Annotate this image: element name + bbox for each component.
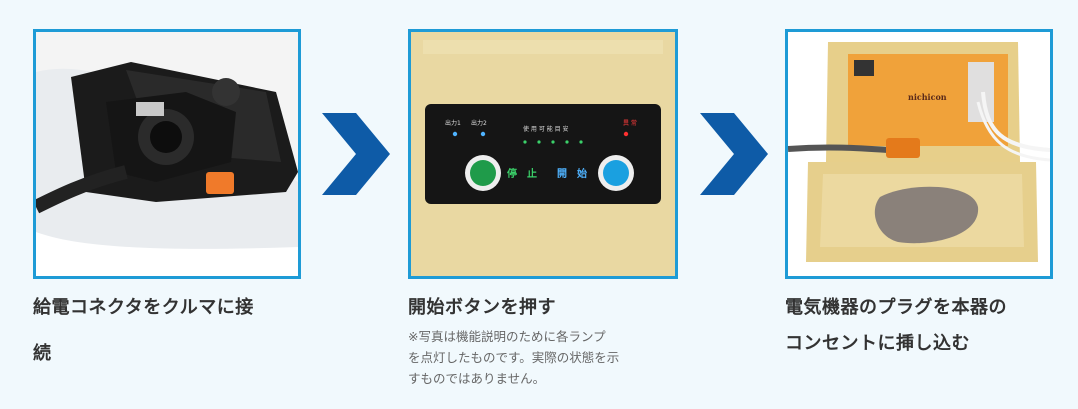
power-unit-open-case-icon bbox=[788, 32, 1050, 276]
control-panel-icon bbox=[411, 32, 675, 276]
step2-note: ※写真は機能説明のために各ランプ を点灯したものです。実際の状態を示 すものでは… bbox=[408, 326, 688, 389]
step1-photo bbox=[33, 29, 301, 279]
ev-charging-port-icon bbox=[36, 32, 298, 276]
chevron-right-arrow-icon bbox=[322, 113, 390, 195]
chevron-right-arrow-icon bbox=[700, 113, 768, 195]
step3-caption-line2: コンセントに挿し込む bbox=[785, 333, 970, 354]
step2-caption: 開始ボタンを押す bbox=[408, 297, 556, 318]
panel-usage-label: 使 用 可 能 目 安 bbox=[523, 126, 569, 133]
panel-output1-label: 出力1 bbox=[445, 120, 461, 127]
panel-error-label: 異 常 bbox=[623, 120, 637, 127]
step3-photo: nichicon bbox=[785, 29, 1053, 279]
brand-logo: nichicon bbox=[908, 92, 947, 102]
step3-caption-line1: 電気機器のプラグを本器の bbox=[785, 297, 1007, 318]
step2-note-line2: を点灯したものです。実際の状態を示 bbox=[408, 350, 620, 365]
panel-stop-label: 停 止 bbox=[507, 169, 537, 180]
step2-note-line1: ※写真は機能説明のために各ランプ bbox=[408, 329, 606, 344]
panel-start-label: 開 始 bbox=[557, 169, 587, 180]
step2-note-line3: すものではありません。 bbox=[408, 371, 546, 386]
step3-caption: 電気機器のプラグを本器の コンセントに挿し込む bbox=[785, 290, 1065, 362]
step2-photo: 出力1 出力2 使 用 可 能 目 安 異 常 停 止 開 始 bbox=[408, 29, 678, 279]
panel-output2-label: 出力2 bbox=[471, 120, 487, 127]
step1-caption: 給電コネクタをクルマに接 続 bbox=[33, 290, 301, 372]
step1-caption-line2: 続 bbox=[33, 343, 52, 364]
step1-caption-line1: 給電コネクタをクルマに接 bbox=[33, 297, 254, 318]
